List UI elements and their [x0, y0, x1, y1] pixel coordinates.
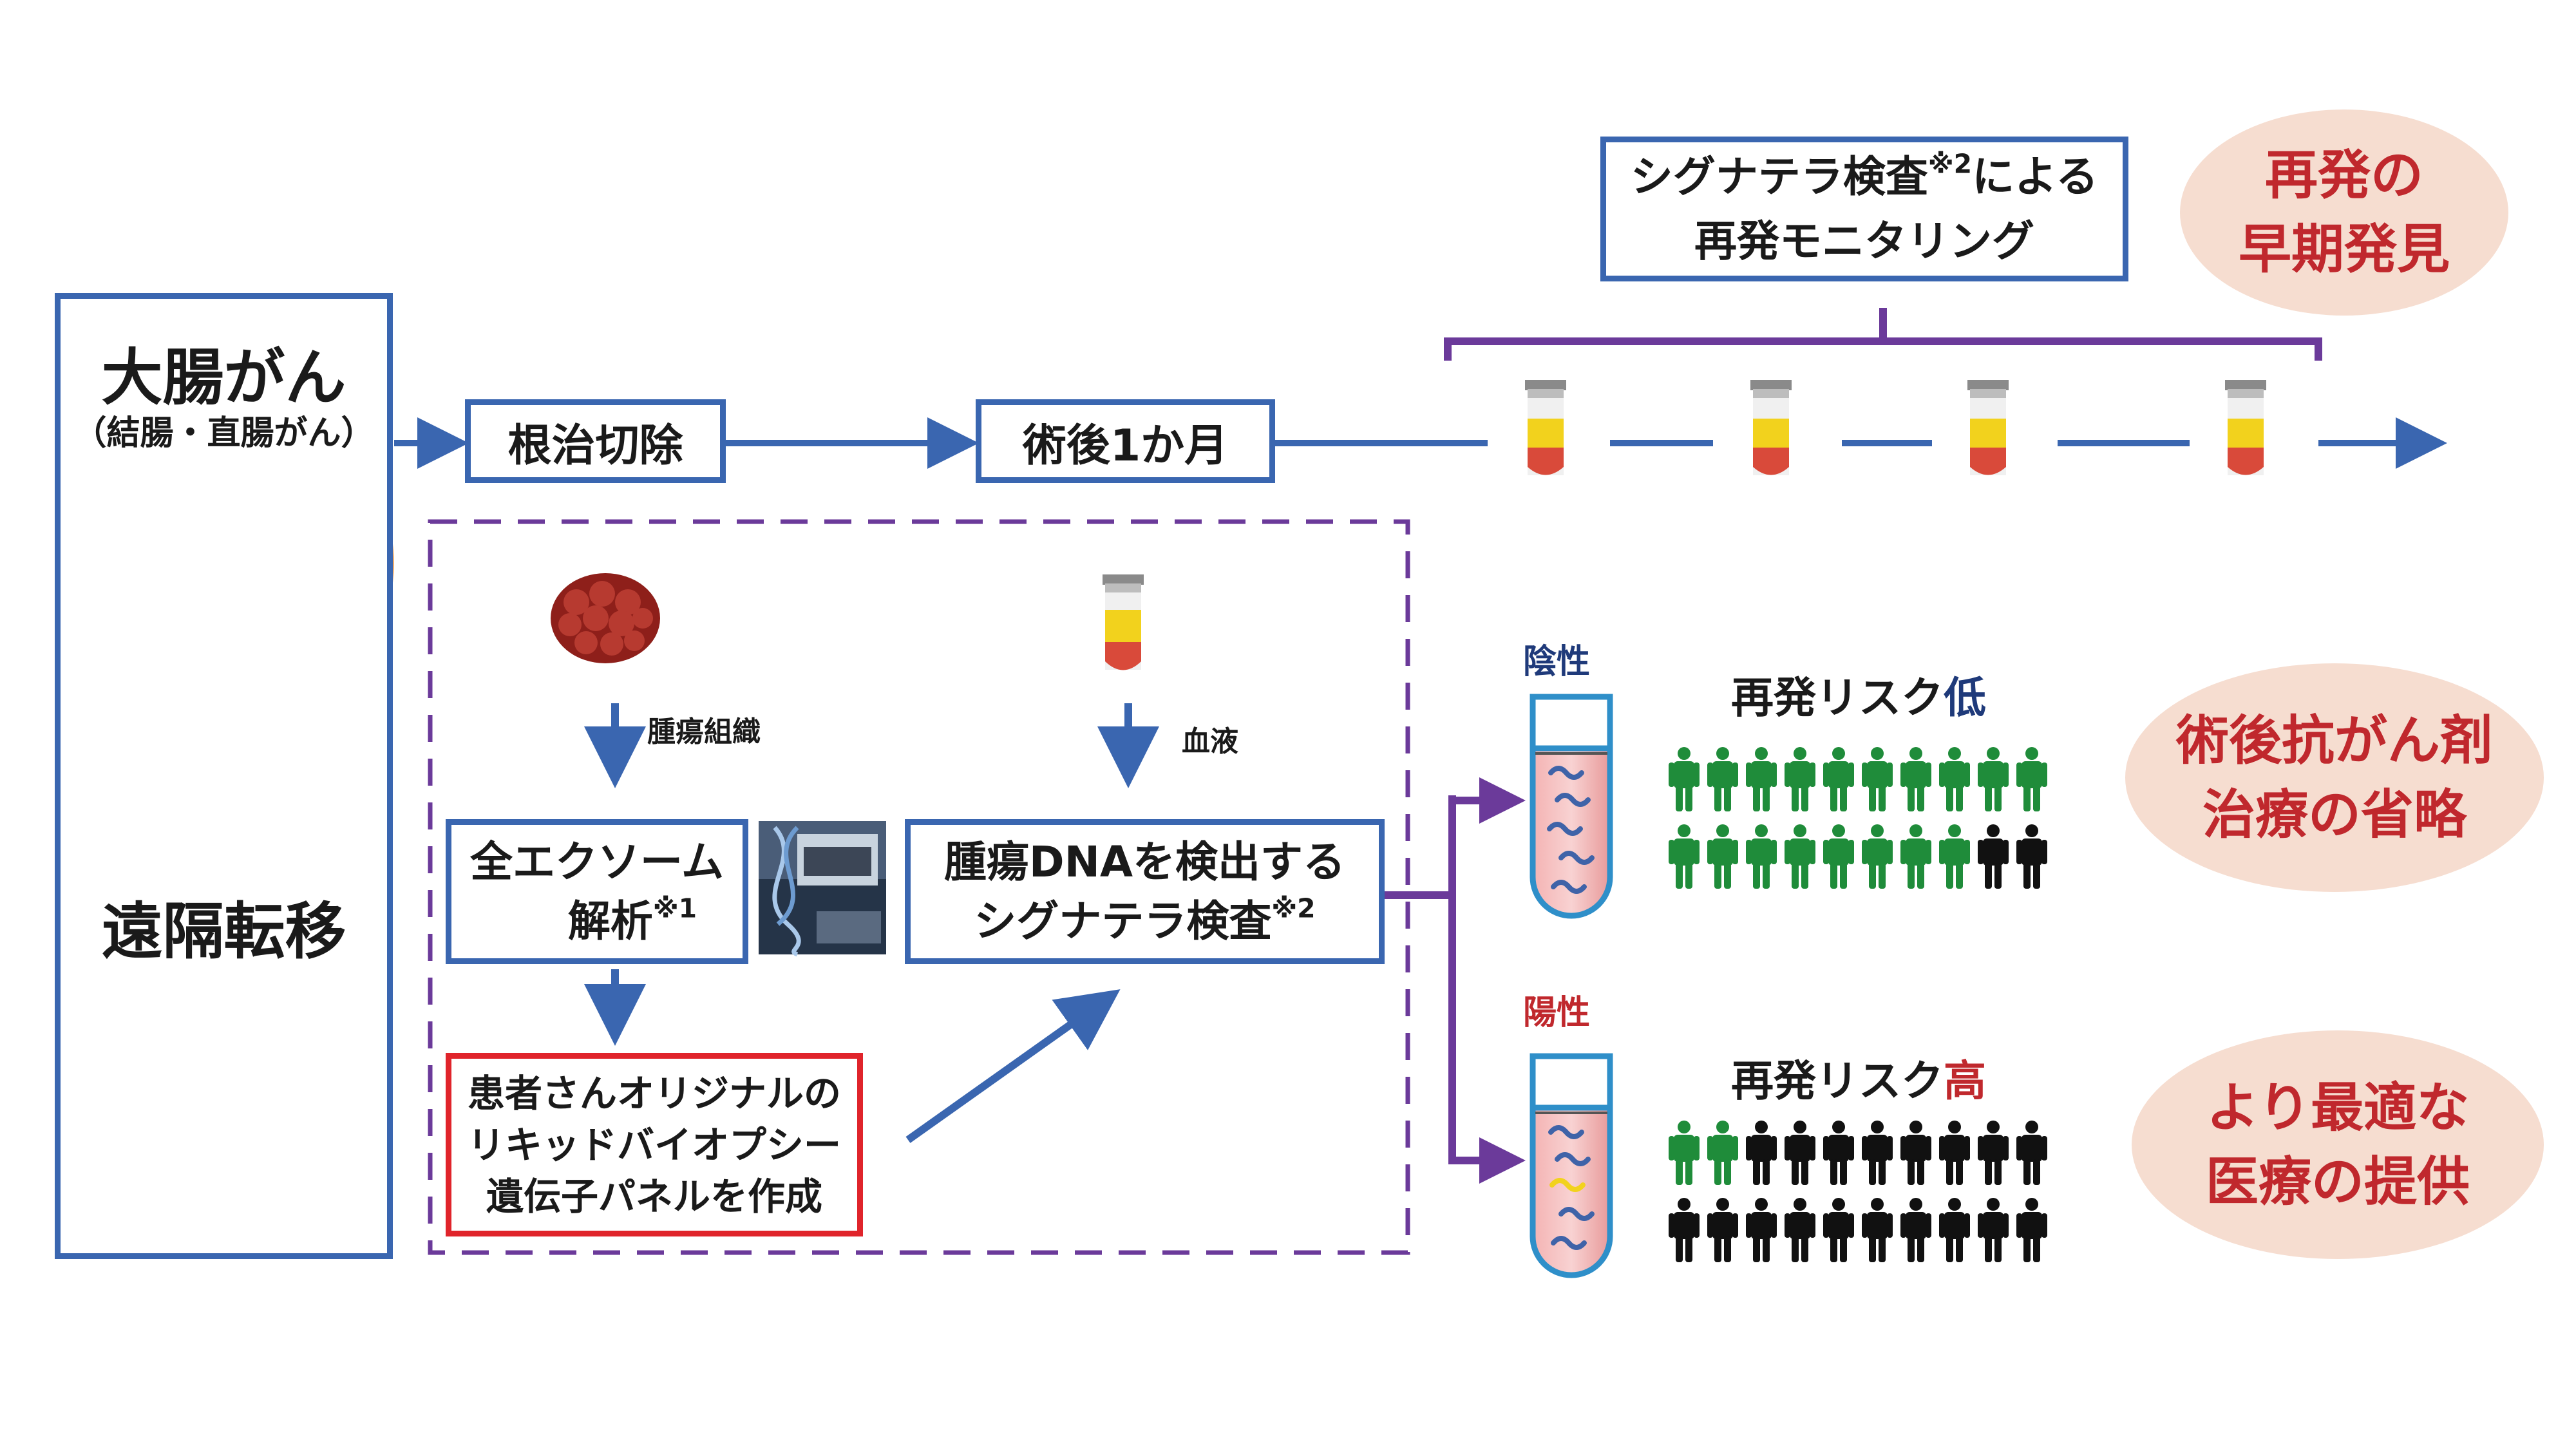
person-icon	[1939, 1121, 1970, 1185]
high-risk-level: 高	[1944, 1056, 1986, 1106]
monitoring-line2: 再発モニタリング	[1694, 216, 2034, 266]
wes-line2-wrap: 解析※1	[497, 892, 697, 951]
person-icon	[2016, 824, 2047, 889]
branch-connector	[1383, 795, 1456, 1164]
person-icon	[1862, 747, 1893, 811]
panel-line2: リキッドバイオプシー	[467, 1122, 841, 1167]
person-icon	[1862, 1198, 1893, 1262]
high-risk-title: 再発リスク高	[1731, 1046, 1986, 1108]
person-icon	[1669, 1198, 1700, 1262]
person-icon	[1900, 824, 1931, 889]
ctdna-test-box: 腫瘍DNAを検出する シグナテラ検査※2	[905, 819, 1385, 964]
person-icon	[1900, 1198, 1931, 1262]
person-icon	[1746, 747, 1777, 811]
person-icon	[1823, 1198, 1854, 1262]
wes-line2: 解析	[567, 896, 653, 946]
panel-line1: 患者さんオリジナルの	[467, 1071, 841, 1115]
ctdna-note: ※2	[1271, 892, 1316, 923]
person-icon	[1978, 1198, 2009, 1262]
metastasis-title: 遠隔転移	[101, 896, 346, 967]
person-icon	[1707, 1121, 1738, 1185]
person-icon	[2016, 747, 2047, 811]
person-grid-low-risk	[1669, 747, 2047, 889]
cancer-panel	[55, 293, 393, 1259]
person-icon	[1707, 1198, 1738, 1262]
person-icon	[1669, 1121, 1700, 1185]
person-icon	[1978, 1121, 2009, 1185]
postop-box: 術後1か月	[976, 399, 1275, 483]
tumor-tissue-image	[551, 573, 660, 663]
person-icon	[1900, 747, 1931, 811]
person-icon	[1862, 824, 1893, 889]
optimal-line1: より最適な	[2206, 1077, 2470, 1139]
blood-label: 血液	[1182, 725, 1238, 758]
panel-box: 患者さんオリジナルの リキッドバイオプシー 遺伝子パネルを作成	[446, 1053, 863, 1236]
wes-line1: 全エクソーム	[469, 837, 724, 887]
person-icon	[1746, 1198, 1777, 1262]
person-icon	[1823, 747, 1854, 811]
person-icon	[1785, 1198, 1815, 1262]
person-icon	[1785, 1121, 1815, 1185]
person-icon	[1669, 824, 1700, 889]
person-icon	[1978, 824, 2009, 889]
optimal-line2: 医療の提供	[2205, 1151, 2470, 1213]
outcome-early-detection: 再発の 早期発見	[2180, 109, 2508, 316]
person-icon	[1862, 1121, 1893, 1185]
person-grid-high-risk	[1669, 1121, 2047, 1262]
person-icon	[1900, 1121, 1931, 1185]
monitoring-note: ※2	[1927, 147, 1973, 179]
person-icon	[1746, 1121, 1777, 1185]
monitoring-bracket	[1444, 308, 2322, 361]
outcome-optimal-care: より最適な 医療の提供	[2132, 1030, 2544, 1259]
tumor-tissue-label: 腫瘍組織	[647, 715, 761, 748]
person-icon	[1978, 747, 2009, 811]
outcome-omit-chemo: 術後抗がん剤 治療の省略	[2125, 663, 2544, 892]
person-icon	[1939, 824, 1970, 889]
low-risk-title: 再発リスク低	[1731, 663, 1986, 725]
ctdna-line2-wrap: シグナテラ検査※2	[974, 892, 1315, 951]
process-region-dashed	[428, 519, 1410, 1255]
positive-test-tube	[1530, 1053, 1613, 1278]
panel-line3: 遺伝子パネルを作成	[486, 1174, 822, 1218]
person-icon	[1823, 824, 1854, 889]
blood-tube-image	[1103, 574, 1144, 670]
monitoring-box: シグナテラ検査※2による 再発モニタリング	[1600, 137, 2128, 281]
omit-line2: 治療の省略	[2202, 784, 2467, 846]
person-icon	[1669, 747, 1700, 811]
person-icon	[1707, 747, 1738, 811]
arrow-panel-to-test	[905, 989, 1121, 1143]
monitoring-suffix: による	[1972, 151, 2099, 202]
ctdna-line2: シグナテラ検査	[974, 896, 1272, 946]
resection-box: 根治切除	[465, 399, 726, 483]
ctdna-line1: 腫瘍DNAを検出する	[943, 837, 1346, 887]
early-line1: 再発の	[2264, 145, 2423, 206]
low-risk-prefix: 再発リスク	[1731, 673, 1944, 723]
person-icon	[1746, 824, 1777, 889]
wes-note: ※1	[652, 892, 697, 923]
wes-box: 全エクソーム 解析※1	[446, 819, 748, 964]
person-icon	[1939, 1198, 1970, 1262]
cancer-title: 大腸がん	[101, 343, 346, 413]
resection-label: 根治切除	[507, 420, 683, 471]
negative-test-tube	[1530, 694, 1613, 919]
early-line2: 早期発見	[2238, 219, 2450, 280]
low-risk-level: 低	[1944, 673, 1986, 723]
omit-line1: 術後抗がん剤	[2175, 710, 2493, 772]
person-icon	[1939, 747, 1970, 811]
monitoring-test-name: シグナテラ検査	[1630, 151, 1928, 202]
postop-label: 術後1か月	[1022, 420, 1229, 471]
person-icon	[1707, 824, 1738, 889]
negative-label: 陰性	[1523, 643, 1591, 681]
person-icon	[2016, 1121, 2047, 1185]
cancer-subtitle: （結腸・直腸がん）	[73, 414, 375, 453]
person-icon	[1785, 747, 1815, 811]
timeline-tubes	[1525, 380, 2266, 475]
sequencer-image	[759, 821, 886, 957]
monitoring-line1: シグナテラ検査※2による	[1631, 145, 2098, 209]
person-icon	[1823, 1121, 1854, 1185]
person-icon	[1785, 824, 1815, 889]
high-risk-prefix: 再発リスク	[1731, 1056, 1944, 1106]
person-icon	[2016, 1198, 2047, 1262]
positive-label: 陽性	[1523, 994, 1591, 1032]
